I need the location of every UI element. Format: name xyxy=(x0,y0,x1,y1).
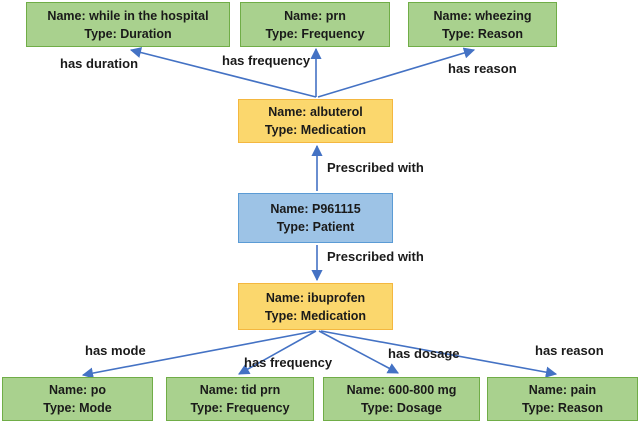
edge-has-duration xyxy=(129,47,317,98)
node-type-line: Type: Frequency xyxy=(190,401,290,415)
node-name-line: Name: P961115 xyxy=(270,202,361,216)
node-pain: Name: pain Type: Reason xyxy=(487,377,638,421)
node-name-line: Name: albuterol xyxy=(268,105,363,119)
edge-label-has-dosage: has dosage xyxy=(388,346,460,361)
node-albuterol: Name: albuterol Type: Medication xyxy=(238,99,393,143)
node-type-line: Type: Reason xyxy=(441,26,524,41)
node-tid-prn: Name: tid prn Type: Frequency xyxy=(166,377,314,421)
edge-has-reason-bottom xyxy=(320,330,558,378)
node-type-line: Type: Dosage xyxy=(360,401,443,415)
node-type-line: Type: Medication xyxy=(264,123,367,137)
node-type-line: Type: Frequency xyxy=(265,26,365,41)
node-prn: Name: prn Type: Frequency xyxy=(240,2,390,47)
node-wheezing: Name: wheezing Type: Reason xyxy=(408,2,557,47)
edge-has-mode xyxy=(81,330,316,379)
edge-has-frequency-bottom xyxy=(238,330,317,375)
node-patient: Name: P961115 Type: Patient xyxy=(238,193,393,243)
node-type-line: Type: Medication xyxy=(264,308,367,323)
node-type-line: Type: Reason xyxy=(521,401,604,415)
node-name-line: Name: while in the hospital xyxy=(47,8,209,23)
node-type-line: Type: Mode xyxy=(43,401,112,415)
edge-label-prescribed-with-upper: Prescribed with xyxy=(327,160,424,175)
node-ibuprofen: Name: ibuprofen Type: Medication xyxy=(238,283,393,330)
edge-label-has-frequency-bottom: has frequency xyxy=(244,355,333,370)
edge-label-has-mode: has mode xyxy=(85,343,146,358)
node-type-line: Type: Duration xyxy=(84,26,172,41)
edge-has-reason-top xyxy=(317,47,476,98)
node-dosage: Name: 600-800 mg Type: Dosage xyxy=(323,377,480,421)
edge-has-dosage xyxy=(318,330,399,374)
node-type-line: Type: Patient xyxy=(276,220,355,234)
node-name-line: Name: po xyxy=(49,383,106,397)
edge-label-has-reason-bottom: has reason xyxy=(535,343,604,358)
node-name-line: Name: wheezing xyxy=(433,8,532,23)
edge-label-has-duration: has duration xyxy=(60,56,139,71)
node-name-line: Name: 600-800 mg xyxy=(346,383,457,397)
node-duration: Name: while in the hospital Type: Durati… xyxy=(26,2,230,47)
node-name-line: Name: pain xyxy=(528,383,597,397)
node-name-line: Name: prn xyxy=(284,8,346,23)
edge-label-prescribed-with-lower: Prescribed with xyxy=(327,249,424,264)
edge-label-has-frequency-top: has frequency xyxy=(222,53,311,68)
node-name-line: Name: tid prn xyxy=(199,383,281,397)
node-name-line: Name: ibuprofen xyxy=(265,290,366,305)
node-po: Name: po Type: Mode xyxy=(2,377,153,421)
edge-label-has-reason-top: has reason xyxy=(448,61,517,76)
